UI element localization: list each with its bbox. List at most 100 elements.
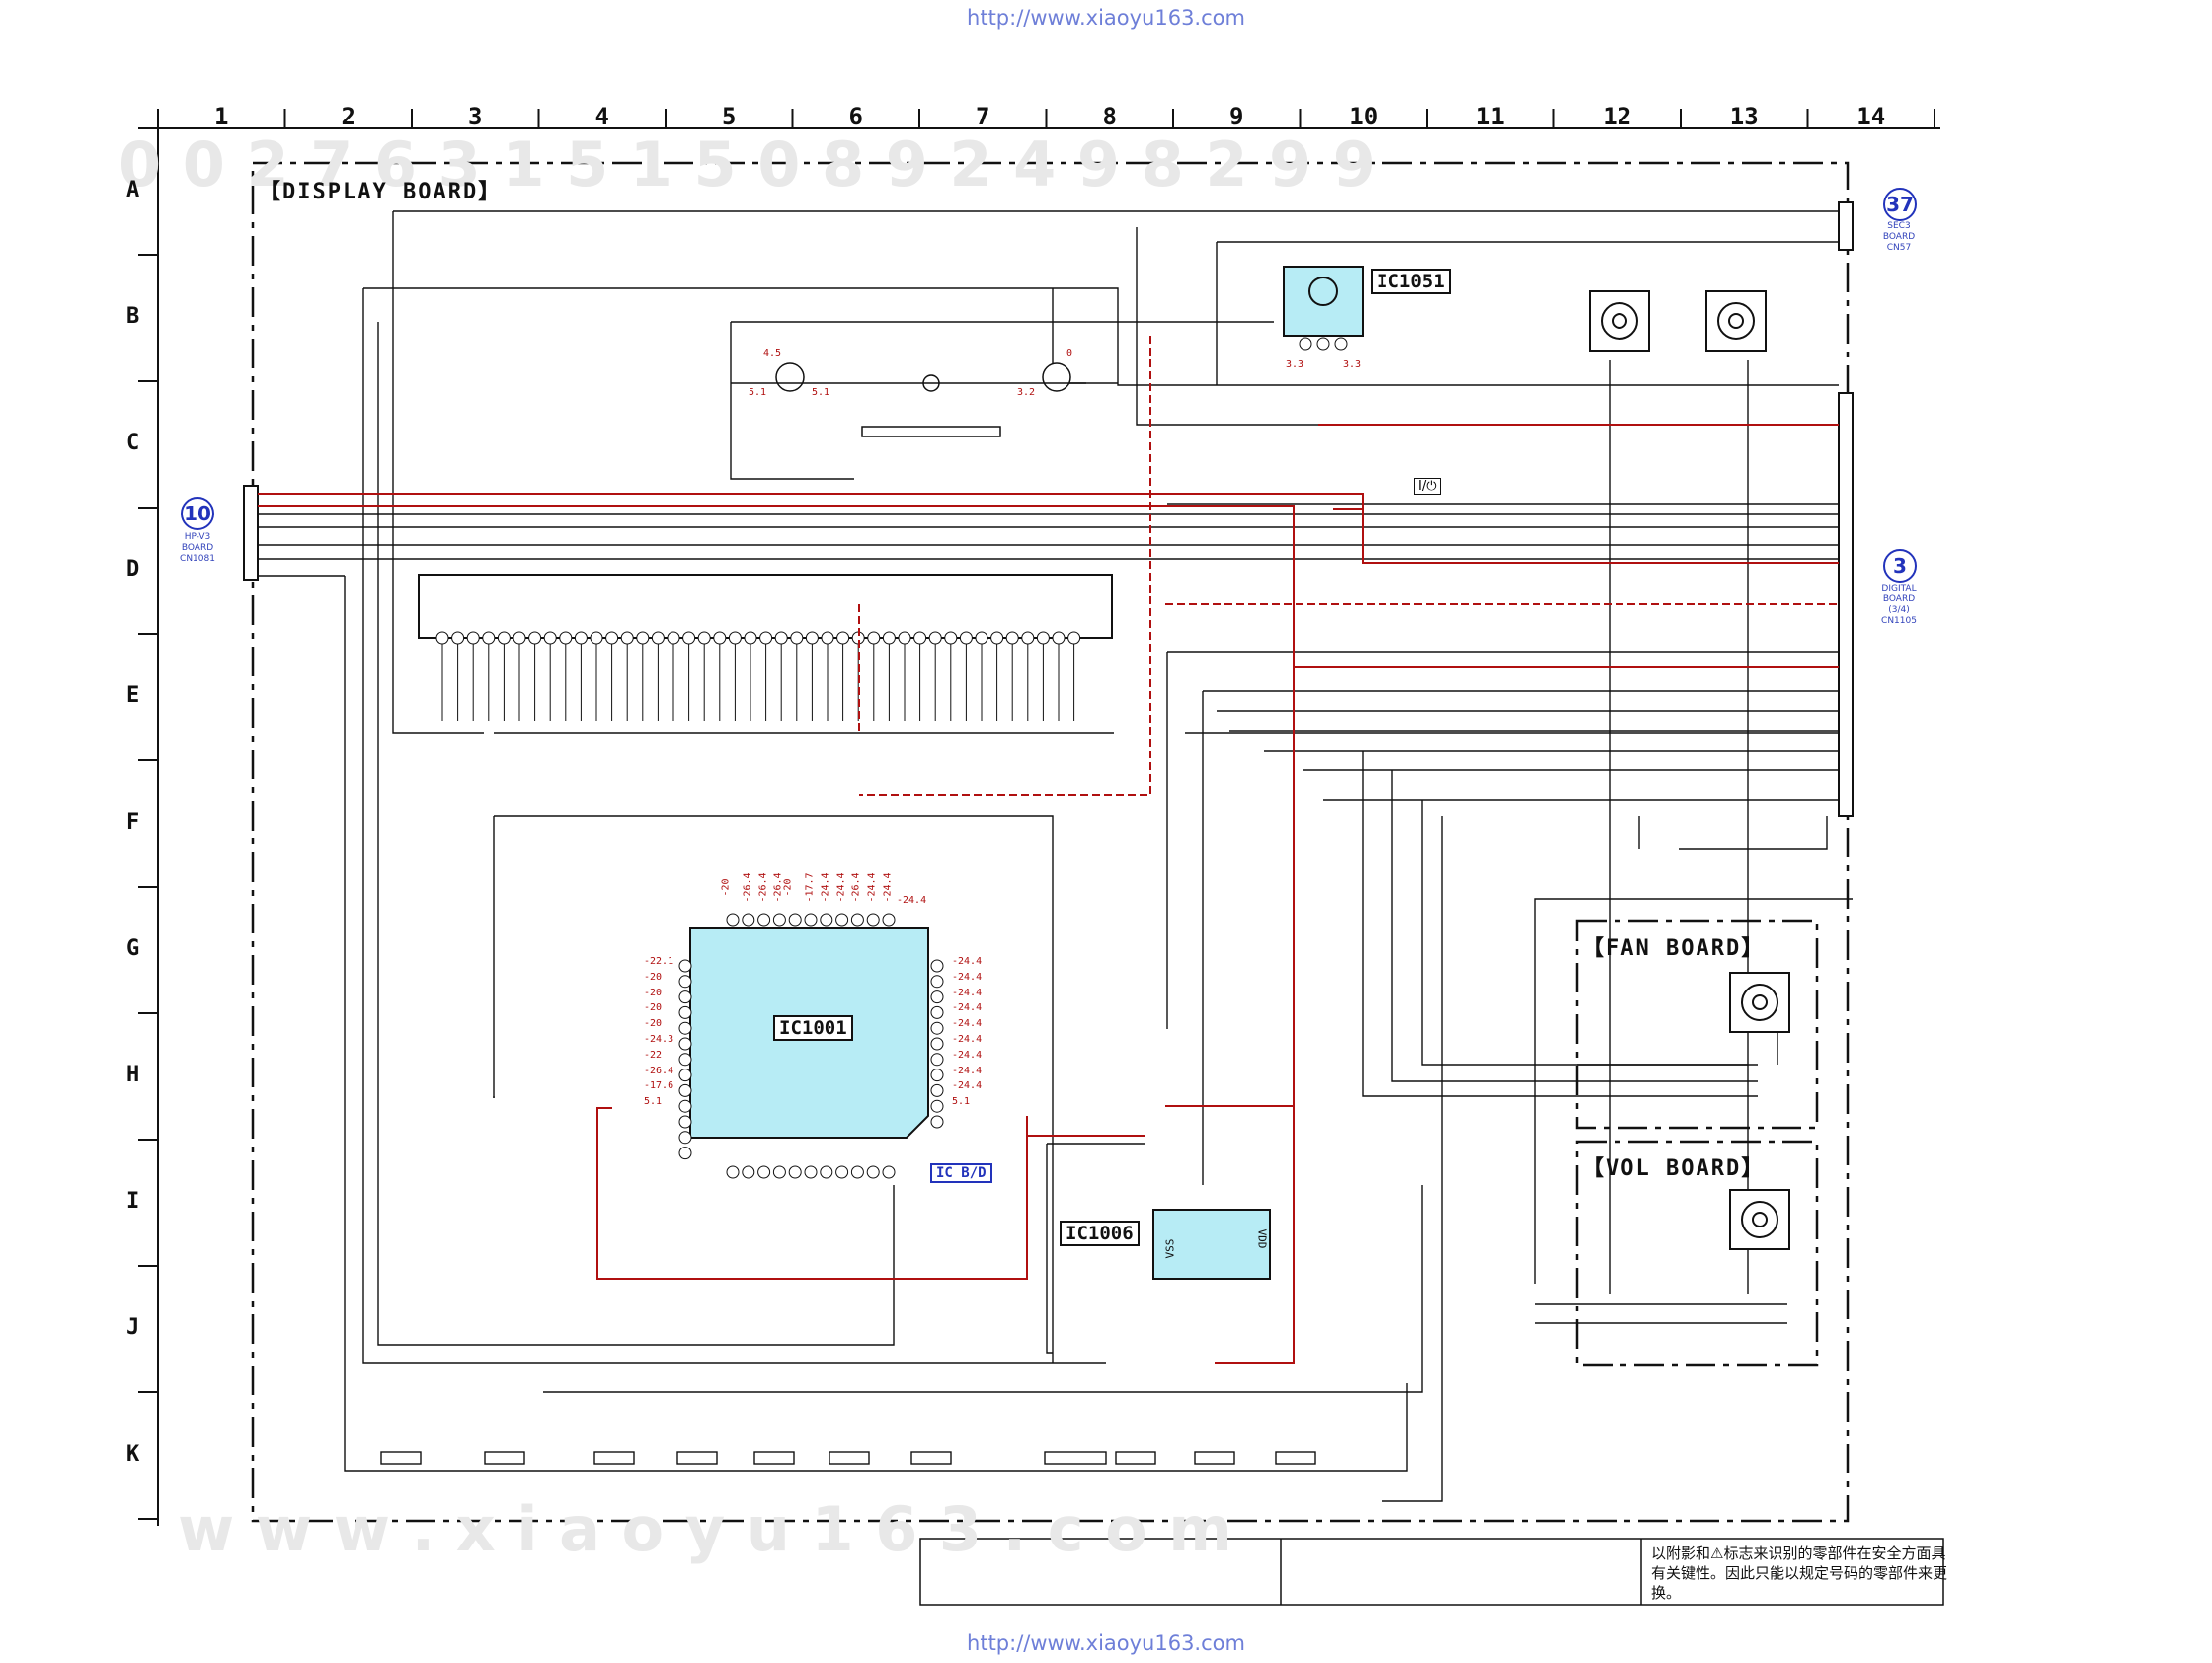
background-watermarks: 0 0 2 7 6 3 1 5 1 5 0 8 9 2 4 9 8 2 9 9 …: [118, 128, 1376, 1565]
ic1001-voltage-label: -24.4: [952, 956, 983, 967]
grid-column-number: 10: [1349, 103, 1379, 130]
ic1001-voltage-label: -24.4: [952, 1018, 983, 1030]
grid-column-number: 7: [976, 103, 990, 130]
watermark-url-bottom: http://www.xiaoyu163.com: [967, 1631, 1245, 1655]
encoders: [1589, 290, 1790, 1250]
grid-column-number: 9: [1229, 103, 1244, 130]
transistors: [731, 362, 1086, 437]
grid-row-letter: H: [126, 1063, 140, 1087]
wires-black: [258, 210, 1853, 1502]
grid-column-number: 12: [1603, 103, 1632, 130]
grid-ticks: [138, 109, 1936, 1520]
grid-row-letter: A: [126, 178, 140, 202]
ic1001-pin: [804, 913, 818, 927]
switch-button: [380, 1451, 422, 1465]
hp-connector-line2: BOARD: [181, 543, 214, 553]
vfd-pin: [944, 631, 958, 645]
ic1001-pin: [930, 975, 944, 989]
ic1001-pin: [930, 1083, 944, 1097]
volt-q1-b: 5.1: [749, 387, 767, 398]
ic1001-pin: [866, 1165, 880, 1179]
ic1001-pin: [678, 975, 692, 989]
grid-column-number: 5: [722, 103, 737, 130]
ic1001-voltage-label: -24.4: [882, 872, 894, 903]
svg-text:0 0 2 7 6 3 1 5 1 5 0 8 9 2: 0 0 2 7 6 3 1 5 1 5 0 8 9 2 4 9 8 2 9 9: [118, 128, 1376, 200]
grid-row-letter: E: [126, 683, 140, 708]
vfd-pin: [790, 631, 804, 645]
hp-connector-line1: HP-V3: [184, 532, 211, 542]
vfd-pin: [821, 631, 834, 645]
grid-row-letter: C: [126, 431, 140, 455]
ic1001-voltage-label: -20: [644, 1002, 663, 1014]
ic1001-voltage-label: 5.1: [952, 1096, 971, 1108]
grid-column-number: 11: [1475, 103, 1505, 130]
digital-connector: [1838, 392, 1854, 817]
ic1001-voltage-label: -24.4: [820, 872, 831, 903]
ic1001-pin: [930, 1005, 944, 1019]
vfd-pin: [513, 631, 526, 645]
ic1001-pin: [930, 990, 944, 1004]
switch-button: [1115, 1451, 1156, 1465]
vfd-pin: [898, 631, 911, 645]
vfd-pin: [1036, 631, 1050, 645]
ic1001-voltage-label: -20: [644, 971, 663, 983]
wires-red: [258, 336, 1839, 1364]
ic1006-body: [1152, 1209, 1271, 1280]
ic1001-pin: [820, 913, 833, 927]
ic1001-voltage-label: -22: [644, 1049, 663, 1061]
switch-row: [380, 1451, 1316, 1465]
ic1001-voltage-label: -26.4: [850, 872, 862, 903]
grid-ruler: [157, 127, 1940, 1526]
svg-text:w w w . x i a o y u 1 6 3 . c: w w w . x i a o y u 1 6 3 . c o m: [178, 1493, 1232, 1565]
grid-column-number: 2: [341, 103, 356, 130]
ic1001-pin: [678, 1021, 692, 1035]
vfd-pin: [867, 631, 881, 645]
volt-ic1051-b: 3.3: [1343, 359, 1362, 370]
ic1001-voltage-label: -20: [720, 878, 732, 897]
ic1001-voltage-label: -22.1: [644, 956, 674, 967]
ic1001-pin: [678, 1053, 692, 1067]
ic1001-pin: [930, 1115, 944, 1129]
grid-row-letter: G: [126, 936, 140, 961]
switch-button: [676, 1451, 718, 1465]
ic1001-voltage-label: -20: [782, 878, 794, 897]
grid-column-number: 8: [1102, 103, 1117, 130]
ic1001-voltage-label: -26.4: [742, 872, 753, 903]
digital-connector-line1: DIGITAL: [1881, 584, 1917, 594]
display-board-frame: [251, 161, 1850, 1523]
ic1001-pin: [835, 1165, 849, 1179]
vfd-module: [418, 574, 1113, 639]
ic1001-voltage-label: -24.4: [835, 872, 847, 903]
grid-row-letter: K: [126, 1442, 140, 1466]
vfd-pin: [975, 631, 988, 645]
volt-q2-a: 0: [1066, 348, 1073, 358]
watermark-url-top: http://www.xiaoyu163.com: [967, 6, 1245, 30]
ic1001-pin: [788, 913, 802, 927]
vfd-pin: [574, 631, 588, 645]
ic1001-pin: [678, 1037, 692, 1051]
ic1001-pin: [726, 1165, 740, 1179]
vfd-pin: [1021, 631, 1035, 645]
ic1001-voltage-label: -24.4: [866, 872, 878, 903]
ic1001-pin: [772, 1165, 786, 1179]
display-board-title: 【DISPLAY BOARD】: [259, 180, 503, 204]
ic1001-voltage-label: -26.4: [644, 1065, 674, 1076]
ic1001-pin: [930, 1037, 944, 1051]
vfd-pin: [528, 631, 542, 645]
ic1001-pin: [788, 1165, 802, 1179]
hp-connector-number: 10: [181, 497, 214, 530]
secg-connector-line3: CN57: [1886, 243, 1912, 253]
ic1001-pin: [678, 1099, 692, 1113]
vfd-pin: [590, 631, 603, 645]
vfd-pin: [667, 631, 680, 645]
vfd-pin: [435, 631, 449, 645]
ic1001-voltage-label: -24.4: [952, 1080, 983, 1092]
switch-button: [1275, 1451, 1316, 1465]
ic1001-pin: [757, 1165, 771, 1179]
ic1006-vdd: VDD: [1255, 1228, 1269, 1249]
vfd-pin: [713, 631, 727, 645]
fan-board-title: 【FAN BOARD】: [1582, 936, 1766, 961]
secg-connector-line1: SEC3: [1887, 221, 1911, 231]
vfd-pin: [1005, 631, 1019, 645]
grid-column-number: 1: [214, 103, 229, 130]
